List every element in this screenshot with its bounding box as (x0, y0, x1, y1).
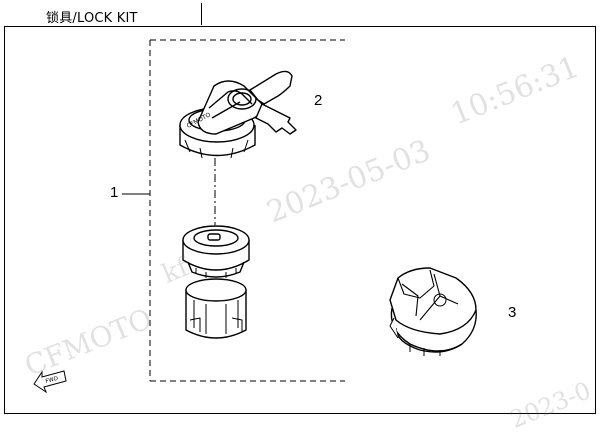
diagram-title: 锁具/LOCK KIT (46, 11, 138, 26)
diagram-frame (4, 26, 596, 414)
forward-direction-arrow (33, 370, 67, 394)
key-lock-cap (179, 70, 297, 159)
parts-diagram-sheet: 锁具/LOCK KIT CFMOTO (4, 3, 596, 434)
lock-housing (185, 278, 247, 339)
title-divider (201, 3, 202, 25)
exploded-view-drawing: CFMOTO (33, 39, 477, 394)
fuel-cap (389, 267, 477, 356)
callout-1: 1 (110, 184, 119, 201)
callout-3: 3 (508, 304, 517, 321)
direction-arrow-label: FWD (45, 376, 59, 385)
lock-cylinder (182, 225, 250, 278)
callout-2: 2 (314, 92, 323, 109)
assembly-bracket (149, 39, 345, 382)
